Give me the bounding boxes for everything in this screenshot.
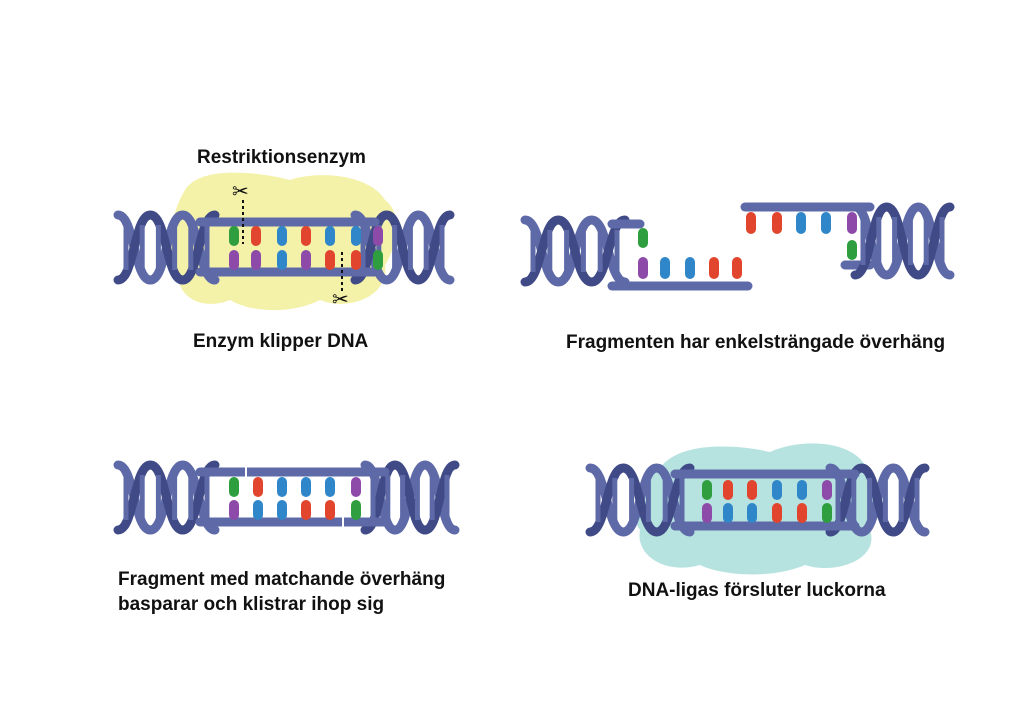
base-top bbox=[325, 226, 335, 246]
base-bottom bbox=[797, 503, 807, 523]
backbone-strand bbox=[360, 460, 460, 535]
base-overhang bbox=[660, 257, 670, 279]
base-top bbox=[301, 477, 311, 497]
base-top bbox=[747, 480, 757, 500]
base-top bbox=[229, 477, 239, 497]
base-bottom bbox=[229, 500, 239, 520]
base-bottom bbox=[301, 250, 311, 270]
backbone-strand bbox=[520, 215, 630, 287]
base-bottom bbox=[301, 500, 311, 520]
caption-ligase: DNA-ligas försluter luckorna bbox=[628, 580, 886, 601]
enzyme-label: Restriktionsenzym bbox=[197, 147, 366, 168]
caption-pairing-line2: basparar och klistrar ihop sig bbox=[118, 594, 385, 615]
base-bottom bbox=[229, 250, 239, 270]
base-top bbox=[797, 480, 807, 500]
base-bottom bbox=[325, 250, 335, 270]
base-bottom bbox=[747, 503, 757, 523]
base-top bbox=[373, 226, 383, 246]
base-top bbox=[277, 226, 287, 246]
base-overhang bbox=[638, 257, 648, 279]
base-overhang bbox=[732, 257, 742, 279]
base-bottom bbox=[277, 500, 287, 520]
base-top bbox=[229, 226, 239, 246]
base-bottom bbox=[702, 503, 712, 523]
base-top bbox=[351, 477, 361, 497]
base-top bbox=[351, 226, 361, 246]
scissors-icon: ✂ bbox=[332, 289, 349, 311]
base-top bbox=[251, 226, 261, 246]
backbone-strand bbox=[113, 460, 220, 535]
base-bottom bbox=[822, 503, 832, 523]
base-overhang bbox=[685, 257, 695, 279]
base-top bbox=[301, 226, 311, 246]
base-bottom bbox=[373, 250, 383, 270]
base-bottom bbox=[325, 500, 335, 520]
base-overhang bbox=[821, 212, 831, 234]
base-overhang bbox=[709, 257, 719, 279]
base-bottom bbox=[253, 500, 263, 520]
backbone-strand bbox=[113, 210, 220, 285]
base-top bbox=[277, 477, 287, 497]
base-bottom bbox=[351, 250, 361, 270]
base-bottom bbox=[251, 250, 261, 270]
caption-overhang: Fragmenten har enkelsträngade överhäng bbox=[566, 332, 946, 353]
backbone-strand bbox=[585, 463, 695, 537]
base-overhang bbox=[796, 212, 806, 234]
base-overhang bbox=[772, 212, 782, 234]
base-bottom bbox=[351, 500, 361, 520]
base-bottom bbox=[277, 250, 287, 270]
backbone-strand bbox=[850, 202, 955, 280]
base-top bbox=[702, 480, 712, 500]
caption-pairing-line1: Fragment med matchande överhäng bbox=[118, 569, 446, 590]
base-bottom bbox=[847, 240, 857, 260]
base-bottom bbox=[772, 503, 782, 523]
base-top bbox=[772, 480, 782, 500]
base-overhang bbox=[746, 212, 756, 234]
base-top bbox=[822, 480, 832, 500]
base-top bbox=[253, 477, 263, 497]
base-top bbox=[723, 480, 733, 500]
backbone-strand bbox=[350, 210, 455, 285]
scissors-icon: ✂ bbox=[232, 181, 249, 203]
base-top bbox=[325, 477, 335, 497]
backbone-strand bbox=[825, 463, 930, 537]
base-top bbox=[638, 228, 648, 248]
base-bottom bbox=[723, 503, 733, 523]
caption-enzyme-cut: Enzym klipper DNA bbox=[193, 331, 369, 352]
base-overhang bbox=[847, 212, 857, 234]
